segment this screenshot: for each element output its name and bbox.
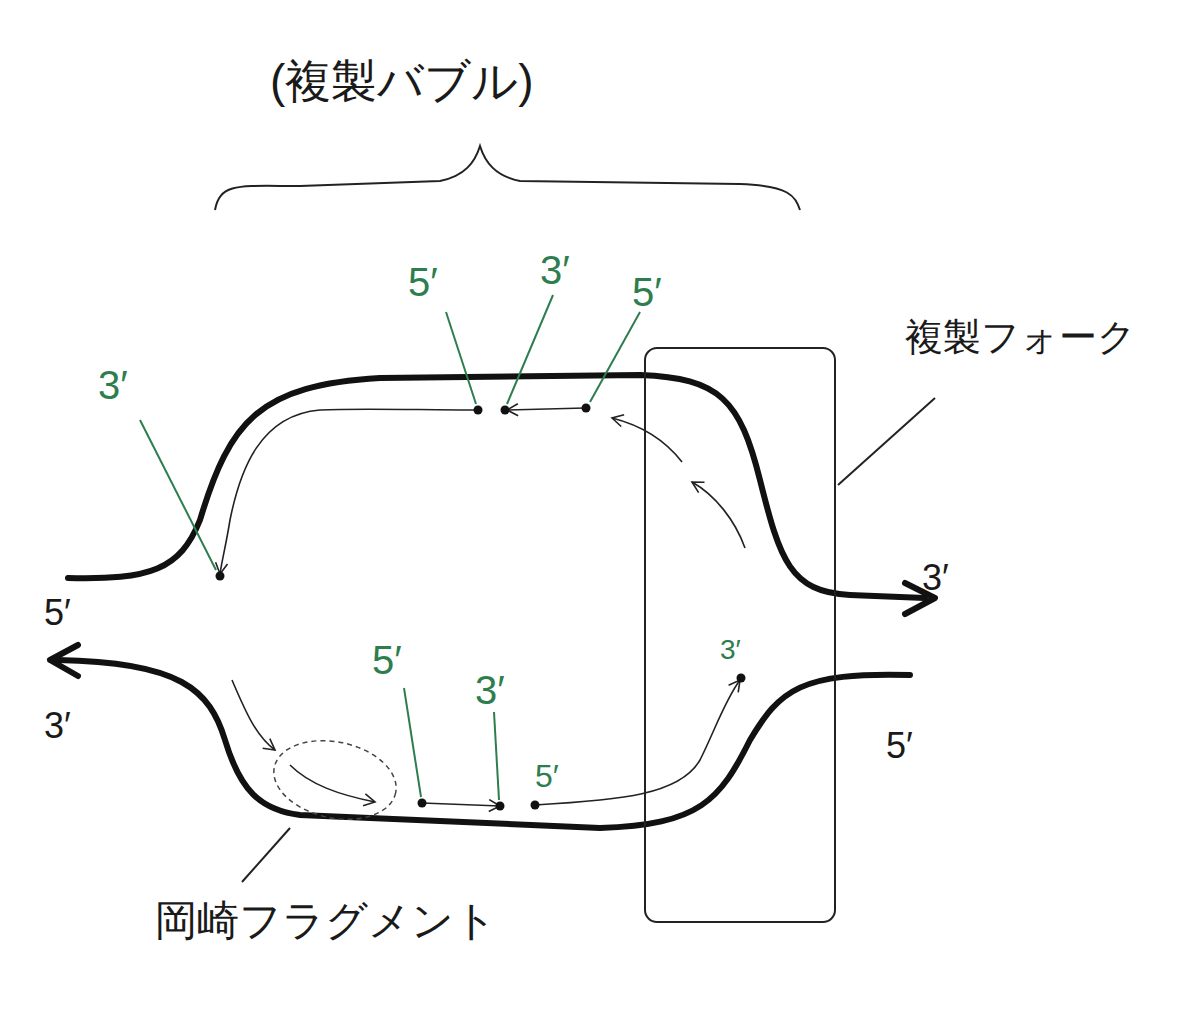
end-label: 3′ xyxy=(44,708,71,744)
okazaki-fragment-arrow xyxy=(290,765,375,802)
parental-strand xyxy=(68,375,925,598)
dashed-ellipse xyxy=(266,730,403,830)
leader-line xyxy=(838,398,935,485)
direction-arrow xyxy=(612,418,682,462)
okazaki-label: 岡崎フラグメント xyxy=(155,900,497,942)
end-label: 3′ xyxy=(720,636,741,664)
end-label: 3′ xyxy=(540,250,570,290)
new-strand xyxy=(220,409,478,574)
parental-strand xyxy=(58,660,910,828)
end-label: 5′ xyxy=(535,760,559,792)
end-label: 3′ xyxy=(475,670,505,710)
green-leader-lines xyxy=(140,295,640,800)
leader-line xyxy=(242,828,290,882)
end-label: 5′ xyxy=(372,640,402,680)
fork-label: 複製フォーク xyxy=(905,318,1136,356)
end-label: 5′ xyxy=(886,728,913,764)
new-strand xyxy=(535,680,740,805)
end-label: 3′ xyxy=(98,365,128,405)
brace xyxy=(215,146,800,210)
okazaki-fragment-line xyxy=(507,408,585,410)
okazaki-fragment-line xyxy=(422,803,500,806)
strand-end-dots xyxy=(216,404,746,811)
title: (複製バブル) xyxy=(270,58,534,104)
end-label: 5′ xyxy=(408,262,438,302)
end-label: 3′ xyxy=(922,560,949,596)
direction-arrow xyxy=(692,482,745,548)
fork-frame xyxy=(645,348,835,922)
strand-arrowhead xyxy=(50,645,78,676)
end-label: 5′ xyxy=(632,272,662,312)
direction-arrow xyxy=(232,680,275,750)
end-label: 5′ xyxy=(44,595,71,631)
